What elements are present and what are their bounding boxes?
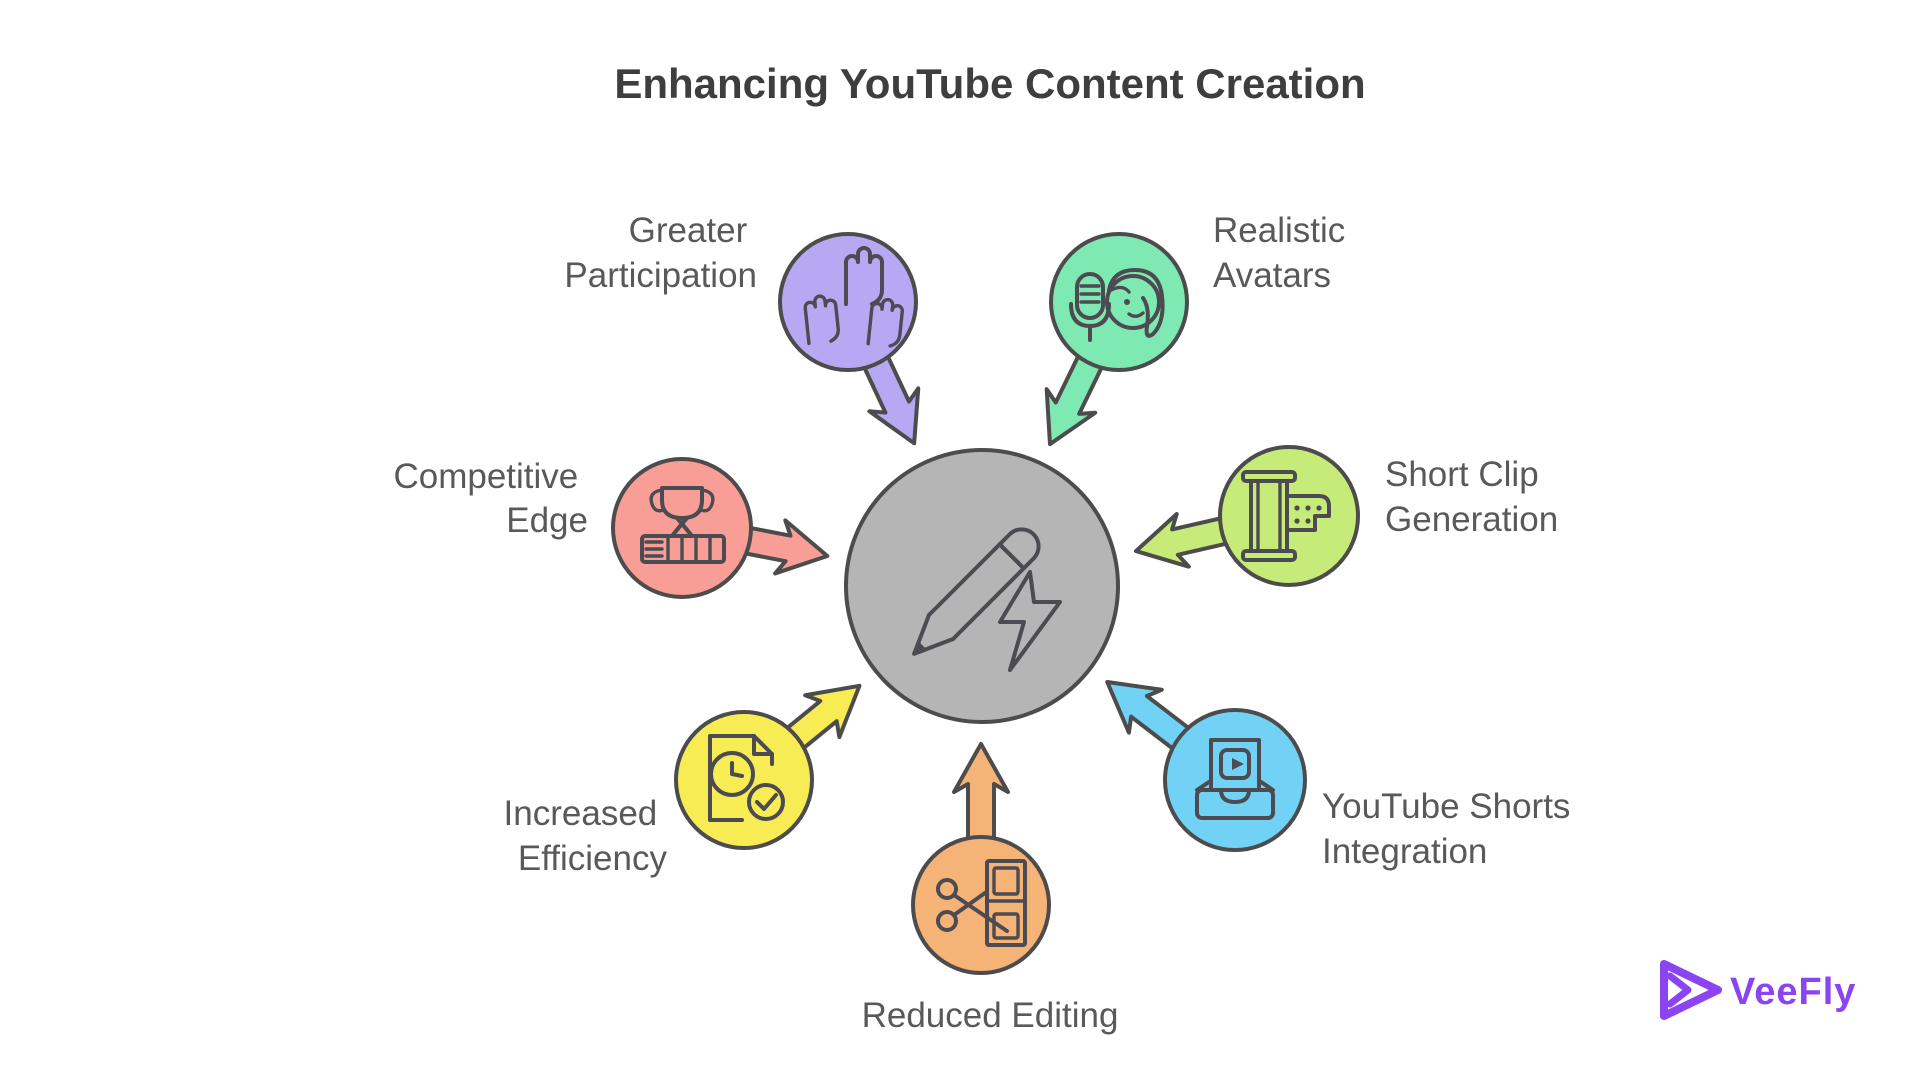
reduced-editing-circle bbox=[911, 835, 1051, 975]
competitive-edge-label: Competitive Edge bbox=[393, 457, 588, 540]
film-roll-icon bbox=[1241, 470, 1331, 562]
increased-efficiency-label: Increased Efficiency bbox=[504, 794, 668, 878]
spoke-competitive-edge: Competitive Edge bbox=[393, 457, 753, 599]
veefly-play-icon bbox=[1660, 960, 1722, 1020]
spoke-greater-participation: Greater Participation bbox=[564, 211, 918, 372]
spoke-realistic-avatars: Realistic Avatars bbox=[1049, 211, 1355, 372]
increased-efficiency-circle bbox=[674, 710, 814, 850]
competitive-edge-circle bbox=[611, 457, 753, 599]
short-clip-generation-label: Short Clip Generation bbox=[1385, 455, 1558, 539]
scissors-filmstrip-icon bbox=[936, 859, 1027, 947]
avatar-microphone-icon bbox=[1069, 268, 1165, 342]
center-circle-outline bbox=[844, 448, 1120, 724]
trophy-book-icon bbox=[640, 486, 726, 564]
pencil-bolt-icon bbox=[912, 527, 1062, 672]
reduced-editing-label: Reduced Editing bbox=[862, 996, 1119, 1035]
raised-fists-icon bbox=[803, 246, 904, 348]
brand-logo: VeeFly bbox=[1660, 960, 1856, 1020]
spoke-short-clip-generation: Short Clip Generation bbox=[1218, 445, 1558, 587]
center-hub bbox=[844, 448, 1120, 724]
page-title: Enhancing YouTube Content Creation bbox=[614, 60, 1365, 107]
greater-participation-label: Greater Participation bbox=[564, 211, 757, 295]
spoke-increased-efficiency: Increased Efficiency bbox=[504, 710, 814, 878]
spoke-reduced-editing: Reduced Editing bbox=[862, 835, 1119, 1035]
video-inbox-icon bbox=[1195, 738, 1275, 820]
document-clock-check-icon bbox=[708, 734, 785, 822]
realistic-avatars-label: Realistic Avatars bbox=[1213, 211, 1355, 295]
realistic-avatars-circle bbox=[1049, 232, 1189, 372]
spoke-youtube-shorts-integration: YouTube Shorts Integration bbox=[1163, 708, 1580, 871]
youtube-shorts-integration-label: YouTube Shorts Integration bbox=[1322, 787, 1580, 871]
brand-name: VeeFly bbox=[1730, 971, 1856, 1013]
